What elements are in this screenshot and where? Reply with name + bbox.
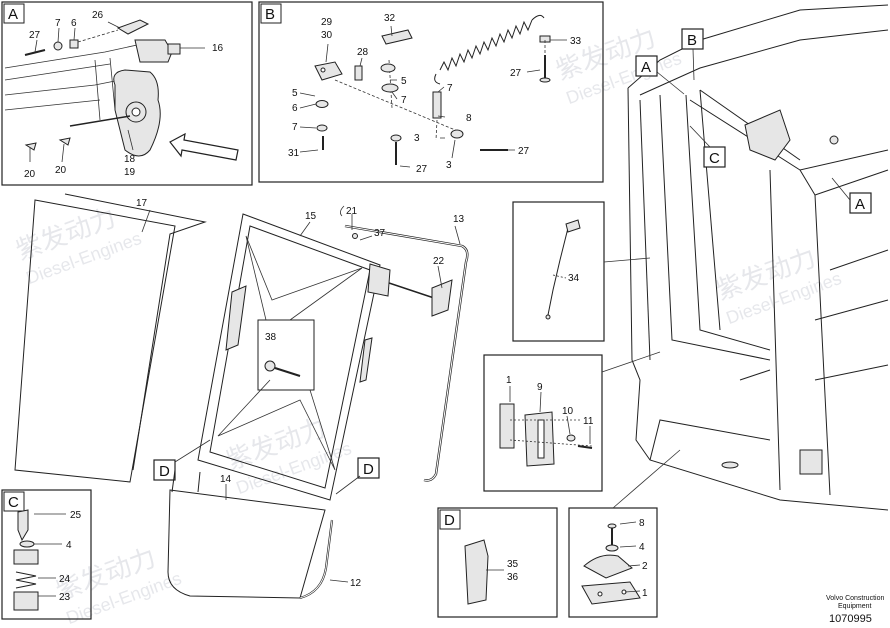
- detail-box-c-frame: [1, 489, 92, 620]
- part-number: 7: [292, 122, 298, 133]
- document-number: 1070995: [829, 613, 872, 625]
- callout-label: B: [687, 32, 697, 49]
- part-number: 21: [346, 206, 358, 217]
- part-number: 23: [59, 592, 71, 603]
- part-number: 22: [433, 256, 445, 267]
- part-number: 27: [510, 68, 522, 79]
- part-number: 14: [220, 474, 232, 485]
- callout-d-right: D: [335, 457, 380, 495]
- part-number: 7: [55, 18, 61, 29]
- part-number: 25: [70, 510, 82, 521]
- spring: [434, 14, 545, 85]
- part-number: 12: [350, 578, 362, 589]
- part-number: 7: [401, 95, 407, 106]
- callout-d-left: D: [153, 439, 211, 481]
- part-number: 4: [66, 540, 72, 551]
- part-number: 6: [292, 103, 298, 114]
- detail-box-d: D 35 36: [437, 507, 558, 618]
- detail-box-c-label: C: [8, 494, 19, 511]
- part-number: 34: [568, 273, 580, 284]
- callout-label: A: [855, 196, 865, 213]
- detail-box-b-label: B: [265, 6, 275, 23]
- part-number: 20: [24, 169, 36, 180]
- detail-box-b-frame: [258, 1, 604, 183]
- part-number: 18: [124, 154, 136, 165]
- part-number: 3: [446, 160, 452, 171]
- glass-panel: 17: [14, 193, 207, 483]
- part-number: 31: [288, 148, 300, 159]
- part-number: 26: [92, 10, 104, 21]
- detail-box-b: B 29 30 28 32 33: [258, 1, 604, 183]
- part-number: 5: [292, 88, 298, 99]
- lower-panel: 14 12: [167, 469, 362, 600]
- part-number: 3: [414, 133, 420, 144]
- detail-box-a-frame: [1, 1, 253, 186]
- part-number: 9: [537, 382, 543, 393]
- part-number: 27: [29, 30, 41, 41]
- footer: Volvo Construction Equipment 1070995: [826, 595, 884, 625]
- detail-box-c: C 25 4 24 23: [1, 489, 92, 620]
- part-number: 13: [453, 214, 465, 225]
- detail-striker: 8 4 2 1: [568, 449, 681, 618]
- part-number: 35: [507, 559, 519, 570]
- part-number: 20: [55, 165, 67, 176]
- part-number: 1: [506, 375, 512, 386]
- part-number: 4: [639, 542, 645, 553]
- part-number: 24: [59, 574, 71, 585]
- part-number: 36: [507, 572, 519, 583]
- callout-c-top: C: [689, 125, 726, 168]
- detail-box-a-tag: [3, 3, 25, 24]
- part-number: 7: [447, 83, 453, 94]
- detail-box-a-label: A: [8, 6, 18, 23]
- detail-rod-34: 34: [512, 201, 651, 342]
- detail-box-b-tag: [260, 3, 282, 24]
- part-number: 27: [518, 146, 530, 157]
- callout-b-top: B: [681, 28, 704, 81]
- callout-label: A: [641, 59, 651, 76]
- detail-box-a: A 27 7 6 26 16 18 19 20 20: [1, 1, 253, 186]
- part-number: 29: [321, 17, 333, 28]
- part-number: 19: [124, 167, 136, 178]
- part-number: 32: [384, 13, 396, 24]
- part-number: 6: [71, 18, 77, 29]
- part-number: 38: [265, 332, 277, 343]
- cab-assembly: [627, 4, 889, 511]
- detail-box-d-label: D: [444, 512, 455, 529]
- part-number: 33: [570, 36, 582, 47]
- callout-a-right: A: [831, 177, 872, 214]
- callout-a-top: A: [635, 55, 685, 95]
- part-number: 27: [416, 164, 428, 175]
- direction-arrow: [169, 132, 239, 161]
- part-number: 11: [583, 416, 594, 427]
- part-number: 1: [642, 588, 648, 599]
- part-number: 28: [357, 47, 369, 58]
- part-number: 8: [639, 518, 645, 529]
- part-number: 8: [466, 113, 472, 124]
- part-number: 2: [642, 561, 648, 572]
- part-number: 10: [562, 406, 574, 417]
- detail-lock-bracket: 1 9 10 11: [483, 351, 661, 492]
- part-number: 17: [136, 198, 148, 209]
- door-frame: 15 21 37 13 22 38: [197, 205, 469, 501]
- detail-box-d-frame: [437, 507, 558, 618]
- part-number: 30: [321, 30, 333, 41]
- callout-label: C: [709, 150, 720, 167]
- part-number: 37: [374, 228, 386, 239]
- part-number: 5: [401, 76, 407, 87]
- callout-label: D: [159, 463, 170, 480]
- callout-label: D: [363, 461, 374, 478]
- brand-line-2: Equipment: [838, 603, 872, 610]
- part-number: 16: [212, 43, 224, 54]
- brand-line-1: Volvo Construction: [826, 595, 884, 602]
- part-number: 15: [305, 211, 317, 222]
